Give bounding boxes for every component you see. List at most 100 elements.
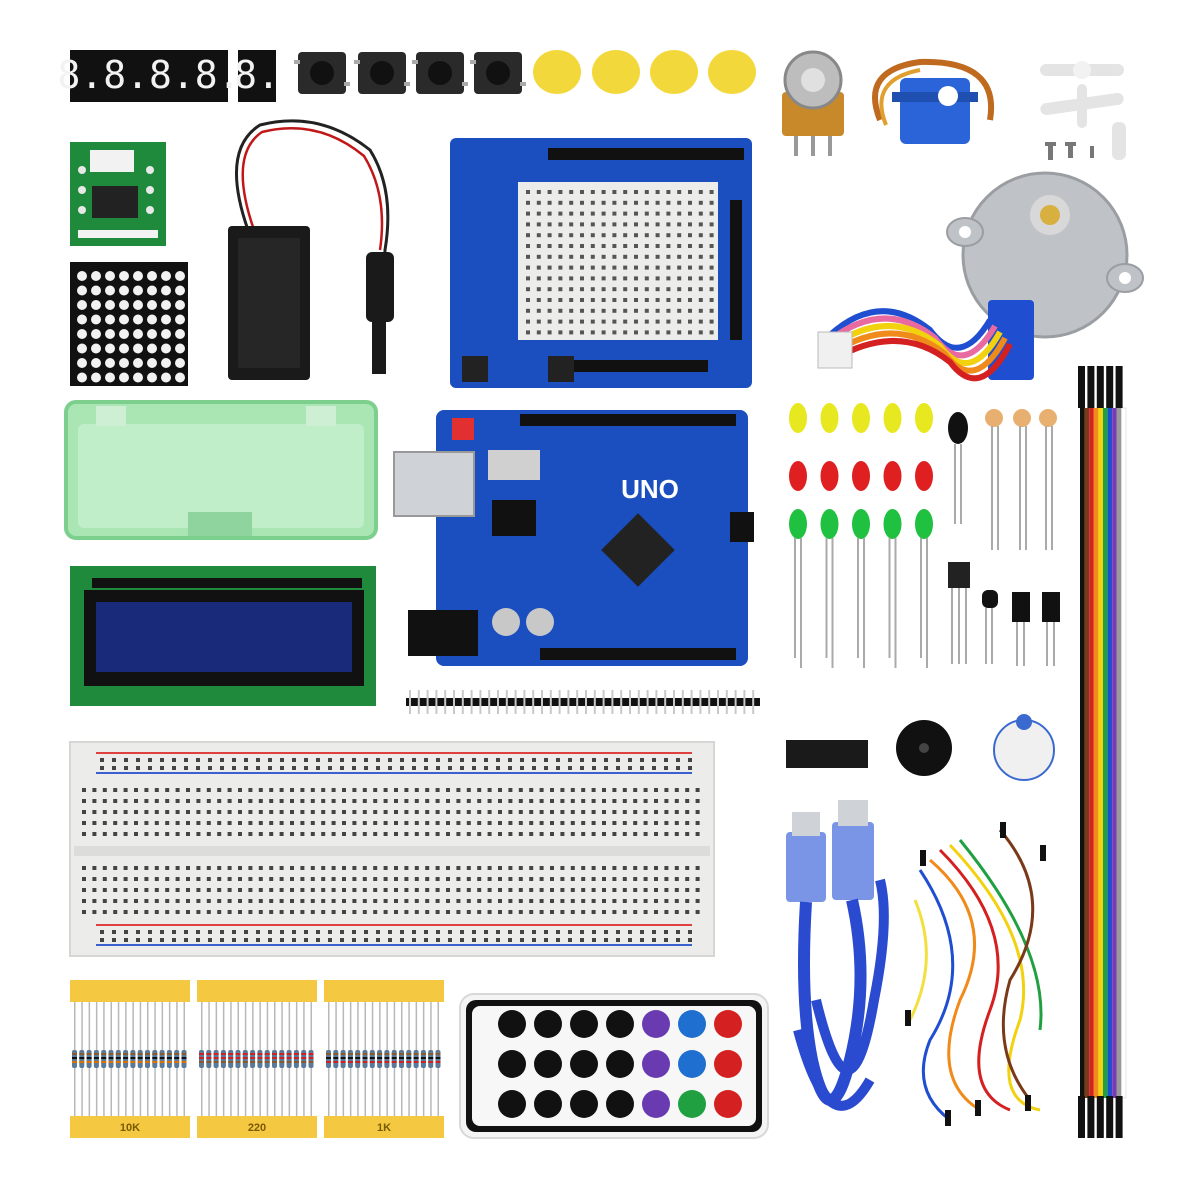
breadboard-hole xyxy=(102,799,107,803)
pin-header-strip xyxy=(406,698,760,706)
rail-hole xyxy=(160,766,164,770)
resistor-band xyxy=(355,1061,361,1063)
header-pin xyxy=(717,690,719,714)
proto-hole xyxy=(536,298,541,302)
proto-hole xyxy=(569,308,574,313)
breadboard-hole xyxy=(227,821,232,825)
breadboard-hole xyxy=(581,821,586,825)
resistor-band xyxy=(206,1053,212,1055)
rail-hole xyxy=(628,766,632,770)
proto-hole xyxy=(590,211,595,216)
header-pin xyxy=(435,690,438,714)
remote-button xyxy=(642,1090,670,1118)
breadboard-hole xyxy=(550,799,554,803)
breadboard-hole xyxy=(498,910,502,914)
breadboard-hole xyxy=(654,799,658,803)
remote-button xyxy=(498,1090,526,1118)
breadboard-hole xyxy=(290,821,294,825)
breadboard-hole xyxy=(633,810,638,814)
rail-hole xyxy=(556,938,560,942)
breadboard-hole xyxy=(654,810,658,814)
breadboard-hole xyxy=(290,877,294,881)
breadboard-hole xyxy=(352,899,357,903)
breadboard-hole xyxy=(206,866,211,870)
breadboard-hole xyxy=(560,788,565,792)
rail-hole xyxy=(148,758,152,762)
proto-hole xyxy=(612,276,617,281)
rail-hole xyxy=(604,930,608,934)
breadboard-hole xyxy=(269,866,274,870)
proto-hole xyxy=(634,244,638,248)
matrix-dot xyxy=(91,285,101,296)
rail-hole xyxy=(280,766,284,770)
proto-hole xyxy=(655,308,660,313)
matrix-dot xyxy=(147,343,157,354)
breadboard-hole xyxy=(321,888,326,892)
breadboard-hole xyxy=(113,832,118,836)
breadboard-hole xyxy=(123,910,128,914)
breadboard-hole xyxy=(186,788,190,792)
resistor-band xyxy=(326,1057,331,1059)
resistor-band xyxy=(228,1061,234,1063)
breadboard-hole xyxy=(414,810,419,814)
matrix-dot xyxy=(105,300,115,310)
breadboard-hole xyxy=(404,899,409,903)
rail-hole xyxy=(556,758,560,762)
breadboard-hole xyxy=(394,788,398,792)
header-pin xyxy=(453,690,455,714)
breadboard-hole xyxy=(92,788,97,792)
breadboard-hole xyxy=(612,899,617,903)
proto-hole xyxy=(655,222,660,227)
proto-hole xyxy=(655,244,660,248)
breadboard-hole xyxy=(591,888,596,892)
breadboard-hole xyxy=(175,821,180,825)
breadboard-hole xyxy=(560,832,565,836)
resistor-band xyxy=(220,1053,226,1055)
breadboard-hole xyxy=(477,821,482,825)
resistor-band xyxy=(347,1053,353,1055)
proto-hole xyxy=(601,276,606,281)
rail-hole xyxy=(280,930,284,934)
resistor-band xyxy=(199,1061,204,1063)
proto-hole xyxy=(569,211,574,216)
resistor-band xyxy=(264,1057,270,1059)
proto-hole xyxy=(536,190,541,194)
led-leg xyxy=(794,538,796,658)
proto-hole xyxy=(677,265,682,270)
green-led xyxy=(883,509,902,539)
breadboard-hole xyxy=(362,810,367,814)
green-led xyxy=(915,509,933,539)
breadboard-hole xyxy=(529,866,534,870)
breadboard-hole xyxy=(487,866,492,870)
remote-button xyxy=(678,1010,706,1038)
rail-hole xyxy=(616,938,620,942)
breadboard-hole xyxy=(123,810,128,814)
rail-hole xyxy=(640,938,644,942)
proto-hole xyxy=(709,330,714,335)
proto-hole xyxy=(655,200,660,205)
rail-hole xyxy=(508,758,512,762)
matrix-dot xyxy=(119,343,129,354)
breadboard-hole xyxy=(602,866,606,870)
remote-button xyxy=(714,1050,742,1078)
proto-hole xyxy=(709,265,714,270)
breadboard-hole xyxy=(498,799,502,803)
resistor-band xyxy=(137,1061,143,1063)
yellow-led xyxy=(852,403,870,433)
proto-hole xyxy=(601,211,606,216)
breadboard-hole xyxy=(466,832,471,836)
proto-hole xyxy=(644,190,649,194)
proto-hole xyxy=(580,319,584,324)
rail-hole xyxy=(424,758,428,762)
proto-hole xyxy=(698,244,703,248)
rail-hole xyxy=(532,938,536,942)
proto-hole xyxy=(558,244,563,248)
rail-hole xyxy=(316,758,320,762)
breadboard-hole xyxy=(446,799,450,803)
rail-hole xyxy=(568,938,572,942)
rail-hole xyxy=(232,758,236,762)
ribbon-connector xyxy=(1078,1096,1085,1138)
rail-hole xyxy=(532,758,536,762)
matrix-dot xyxy=(175,372,185,383)
breadboard-hole xyxy=(352,832,357,836)
